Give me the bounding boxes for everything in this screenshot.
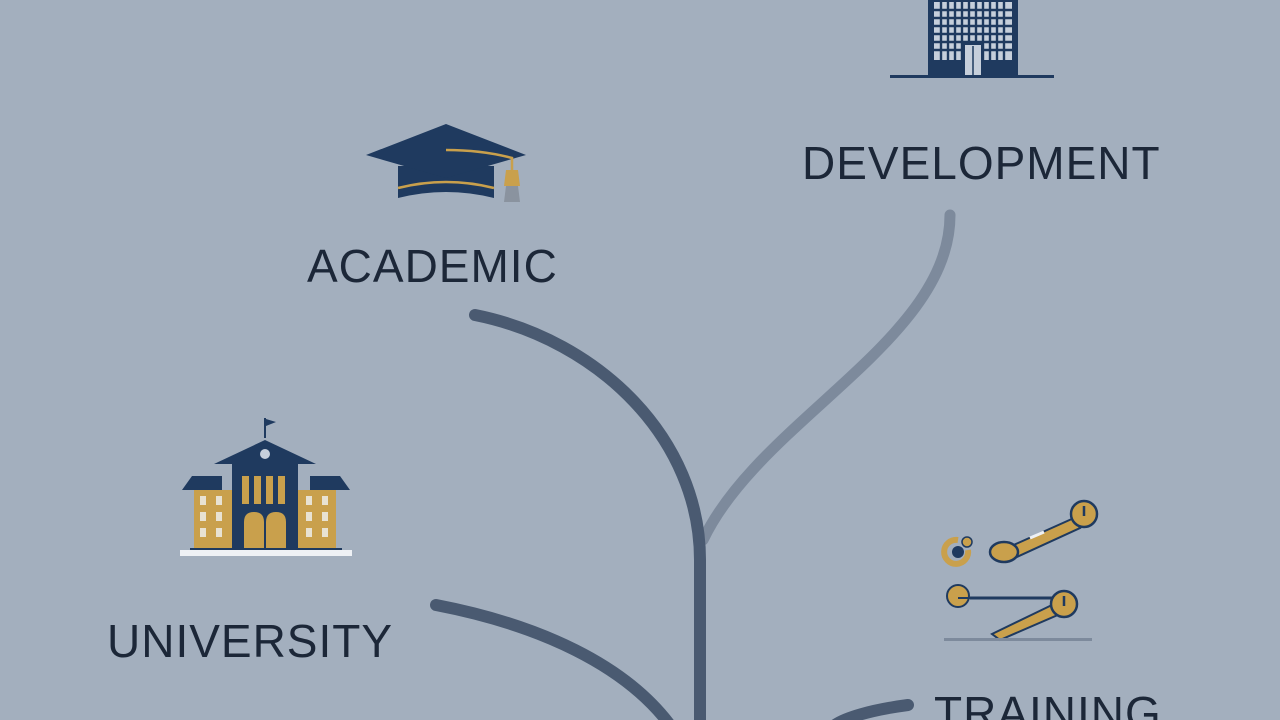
university-building-icon xyxy=(180,418,352,556)
development-label: DEVELOPMENT xyxy=(802,137,1161,189)
graduation-cap-icon xyxy=(366,124,526,202)
branch-training xyxy=(831,699,914,720)
university-label: UNIVERSITY xyxy=(107,615,394,667)
academic-label: ACADEMIC xyxy=(307,240,558,292)
trunk-branch-academic xyxy=(469,309,706,720)
training-label: TRAINING xyxy=(934,687,1162,720)
office-building-icon xyxy=(890,0,1054,78)
wrench-tools-icon xyxy=(941,499,1099,642)
branch-university xyxy=(430,599,674,720)
branch-development xyxy=(697,209,956,546)
